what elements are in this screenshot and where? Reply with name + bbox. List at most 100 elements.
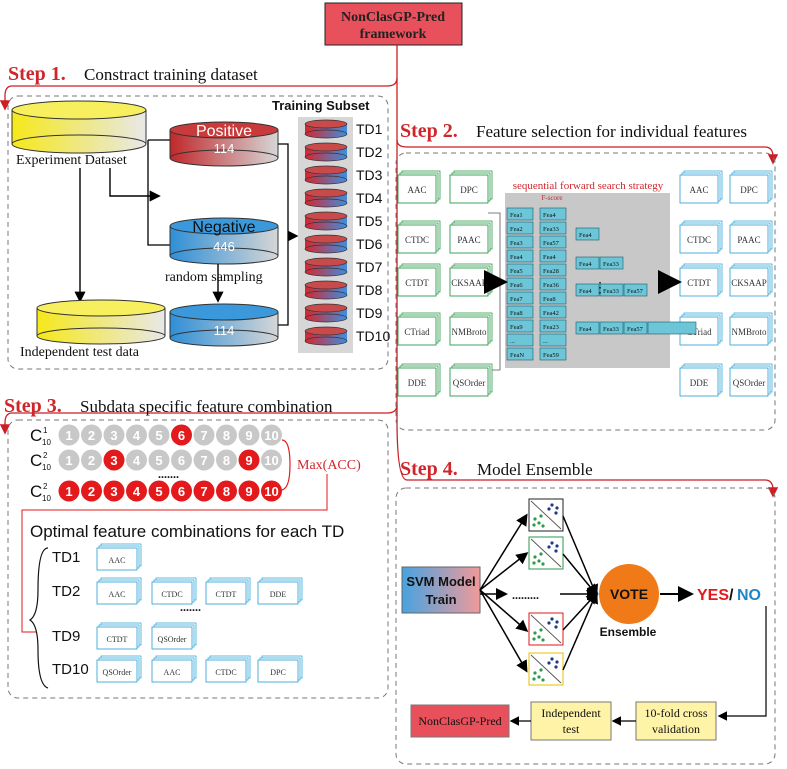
feature-card: CTDC <box>205 655 251 683</box>
feature-card: DPC <box>257 655 303 683</box>
feature-card-label: QSOrder <box>103 668 132 677</box>
step2-label: Feature selection for individual feature… <box>476 122 747 141</box>
combo-ball <box>58 449 80 471</box>
fea-cell <box>506 291 534 305</box>
search-cell-label: Fea57 <box>627 288 644 295</box>
td-cylinder <box>304 326 348 346</box>
combo-ball <box>216 480 237 502</box>
step3-label: Subdata specific feature combination <box>80 397 333 416</box>
td-label: TD1 <box>356 121 383 137</box>
fea-cell-label: Fea36 <box>543 282 560 289</box>
fea-cell-label: Fea8 <box>543 296 556 303</box>
experiment-dataset-label: Experiment Dataset <box>16 153 127 168</box>
combo-ball <box>126 449 147 471</box>
search-cell <box>647 321 697 335</box>
feature-card: AAC <box>397 170 441 204</box>
combo-ball-number: 3 <box>110 453 117 468</box>
fea-cell-label: Fea8 <box>510 310 523 317</box>
combo-ball <box>103 424 125 446</box>
sampled-count: 114 <box>214 323 235 338</box>
td-label: TD7 <box>356 259 383 275</box>
cv-line-1: 10-fold cross <box>645 706 708 720</box>
final-model-box: NonClasGP-Pred <box>410 704 510 738</box>
feature-card-label: DDE <box>690 378 709 388</box>
fea-cell <box>506 207 534 221</box>
cv-line-2: validation <box>652 722 700 736</box>
step1-number: Step 1. <box>8 63 66 85</box>
combo-sup: 1 <box>43 426 48 435</box>
combo-ball-number: 2 <box>88 484 95 499</box>
fea-cell <box>539 235 567 249</box>
feature-card: CTDT <box>96 622 142 650</box>
search-cell <box>575 256 600 270</box>
fea-cell-label: Fea1 <box>510 212 523 219</box>
fea-cell <box>506 347 534 361</box>
fea-cell-label: Fea9 <box>510 324 523 331</box>
td-cylinder <box>304 280 348 300</box>
independent-test-label: Independent test data <box>20 345 140 360</box>
fea-cell-label: Fea3 <box>510 240 523 247</box>
svm-model-icon <box>528 652 564 686</box>
td-cylinder <box>304 211 348 231</box>
step1-panel <box>7 95 389 370</box>
fea-cell <box>539 305 567 319</box>
search-cell <box>599 283 624 297</box>
search-cell <box>623 283 648 297</box>
feature-card-label: CTDC <box>687 235 711 245</box>
td-cylinder <box>304 257 348 277</box>
feature-card-label: AAC <box>689 185 708 195</box>
search-cell-label: Fea33 <box>603 326 619 333</box>
td-label: TD4 <box>356 190 383 206</box>
search-cell-label: Fea4 <box>579 326 592 333</box>
fscore-label: F-score <box>542 194 563 202</box>
combo-ball <box>238 480 260 502</box>
step3-panel <box>7 419 389 699</box>
feature-card-label: AAC <box>164 668 181 677</box>
fea-cell <box>539 319 567 333</box>
step4-label: Model Ensemble <box>477 460 593 479</box>
combo-ball-number: 1 <box>65 453 72 468</box>
combo-ball <box>58 424 80 446</box>
feature-card-label: CTriad <box>686 327 712 337</box>
td-cylinder <box>304 303 348 323</box>
step3-header: Step 3. Subdata specific feature combina… <box>4 395 333 417</box>
combo-ball <box>171 480 192 502</box>
fea-cell-label: Fea33 <box>543 226 559 233</box>
feature-card: DPC <box>729 170 773 204</box>
no-label: NO <box>737 587 761 604</box>
combo-sub: 10 <box>42 438 51 447</box>
fea-cell-label: Fea42 <box>543 310 559 317</box>
search-cell-label: Fea57 <box>627 326 644 333</box>
feature-card-label: NMBroto <box>731 327 767 337</box>
feature-card: NMBroto <box>449 312 493 346</box>
combo-ball-number: 3 <box>110 484 117 499</box>
combo-ball <box>148 424 170 446</box>
feature-card: CTriad <box>397 312 441 346</box>
title-line-2: framework <box>360 27 427 42</box>
indep-line-1: Independent <box>541 706 601 720</box>
feature-card-label: DDE <box>408 378 427 388</box>
fea-cell-label: Fea4 <box>510 254 523 261</box>
fea-cell-label: ... <box>543 338 548 345</box>
combo-ball-number: 2 <box>88 428 95 443</box>
search-cell-label: Fea33 <box>603 261 619 268</box>
feature-card: PAAC <box>449 220 493 254</box>
td-label: TD2 <box>356 144 383 160</box>
combo-ball-number: 1 <box>65 428 72 443</box>
fea-cell <box>539 277 567 291</box>
feature-card-label: CKSAAP <box>451 278 487 288</box>
framework-title: NonClasGP-Pred framework <box>324 2 463 46</box>
feature-card-label: CTDT <box>405 278 429 288</box>
feature-ranking-table: Fea1Fea2Fea3Fea4Fea5Fea6Fea7Fea8Fea9...F… <box>506 207 567 361</box>
feature-card: AAC <box>151 655 197 683</box>
svm-line-1: SVM Model <box>406 574 475 589</box>
svm-model-icon <box>528 536 564 570</box>
step3-number: Step 3. <box>4 395 62 417</box>
fea-cell <box>506 235 534 249</box>
feature-card: CTDT <box>679 263 723 297</box>
combo-ball-number: 5 <box>155 453 162 468</box>
combo-ball <box>148 480 170 502</box>
combo-symbol: C <box>30 482 42 501</box>
